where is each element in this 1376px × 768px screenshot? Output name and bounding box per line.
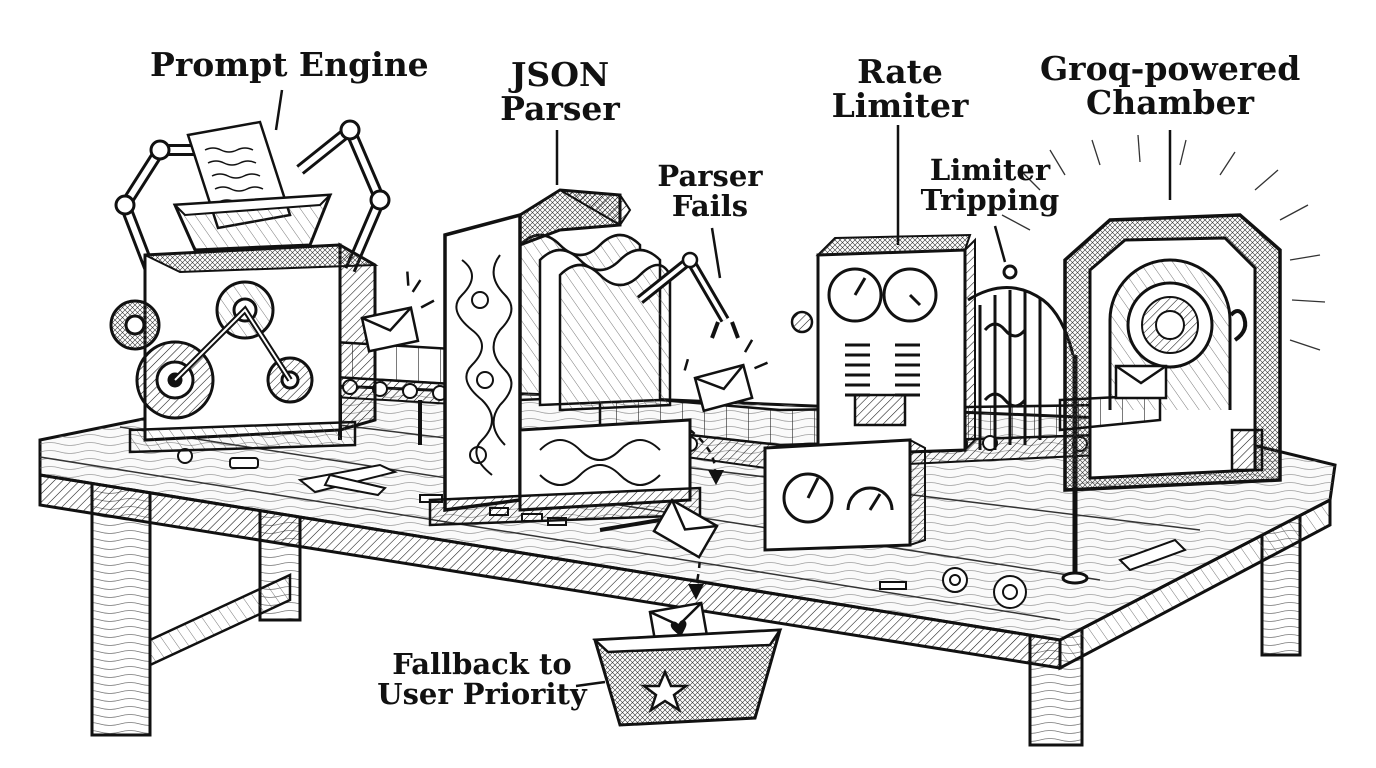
star-icon: [640, 668, 690, 713]
label-json-parser-line1: JSON: [510, 55, 610, 94]
label-parser-fails: Parser Fails: [640, 159, 780, 223]
label-rate-limiter-line2: Limiter: [831, 85, 969, 125]
label-groq-chamber-line1: Groq-powered: [1040, 49, 1301, 88]
label-fallback: Fallback to User Priority: [372, 647, 592, 711]
label-rate-limiter-line1: Rate: [857, 52, 943, 91]
json-parser-machine: [428, 188, 740, 527]
prompt-engine-machine: [109, 119, 391, 454]
groq-chamber-machine: [1058, 213, 1282, 492]
label-groq-chamber-line2: Chamber: [1085, 82, 1254, 122]
arrow-down-icon: [688, 470, 724, 600]
label-limiter-tripping-line2: Tripping: [920, 182, 1060, 217]
leader-lines: [274, 89, 1172, 688]
label-prompt-engine: Prompt Engine: [150, 45, 429, 84]
label-fallback-line2: User Priority: [377, 676, 587, 711]
fallback-basket: [591, 601, 783, 727]
label-limiter-tripping: Limiter Tripping: [905, 153, 1075, 217]
envelope-icon: [652, 498, 719, 559]
envelope-icon: [683, 339, 769, 413]
label-limiter-tripping-line1: Limiter: [929, 153, 1051, 187]
envelope-icon: [360, 271, 435, 353]
envelope-icon: [1114, 364, 1168, 400]
label-parser-fails-line2: Fails: [671, 188, 749, 223]
rate-limiter-machine: [763, 233, 976, 552]
label-json-parser-line2: Parser: [500, 88, 620, 128]
label-fallback-line1: Fallback to: [392, 647, 572, 681]
groq-chamber-radiance: [1001, 134, 1326, 351]
label-groq-chamber: Groq-powered Chamber: [1040, 52, 1300, 119]
label-prompt-engine-text: Prompt Engine: [150, 45, 429, 84]
label-rate-limiter: Rate Limiter: [820, 55, 980, 122]
label-json-parser: JSON Parser: [480, 58, 640, 125]
label-parser-fails-line1: Parser: [657, 159, 763, 193]
